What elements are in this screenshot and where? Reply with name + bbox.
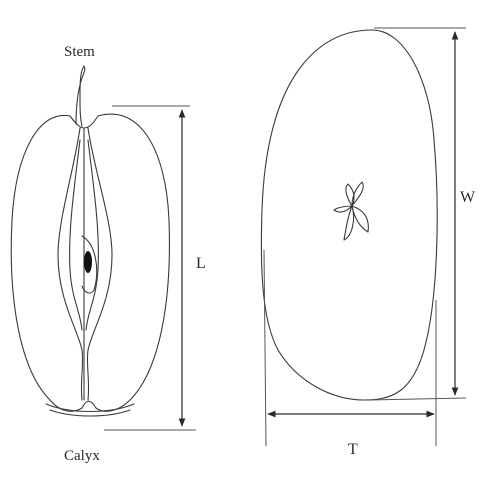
stem-cavity — [69, 115, 99, 129]
stem-label: Stem — [64, 44, 95, 60]
core-inner-right — [85, 139, 99, 331]
calyx-flower-mark — [333, 181, 369, 241]
length-label: L — [196, 255, 206, 272]
calyx-label: Calyx — [64, 448, 100, 464]
thickness-label: T — [348, 441, 358, 458]
apple-transverse-section: W T — [260, 27, 476, 458]
thickness-left-extension — [263, 249, 267, 447]
width-bottom-extension — [369, 397, 467, 401]
core-outline-right — [86, 127, 113, 401]
apple-stem — [75, 65, 86, 127]
core-inner-left — [69, 139, 83, 331]
width-label: W — [460, 189, 476, 206]
calyx-base-inner — [49, 409, 131, 417]
apple-longitudinal-section: Stem Calyx L — [10, 44, 206, 464]
apple-outer-left-lobe — [10, 114, 83, 412]
seed-cavity — [81, 235, 98, 294]
calyx-base — [45, 403, 135, 413]
apple-outer-right-lobe — [95, 113, 170, 412]
apple-cross-section-outline — [260, 29, 438, 401]
calyx-cavity — [81, 400, 97, 409]
seed — [84, 251, 92, 273]
core-outline-left — [57, 127, 84, 401]
